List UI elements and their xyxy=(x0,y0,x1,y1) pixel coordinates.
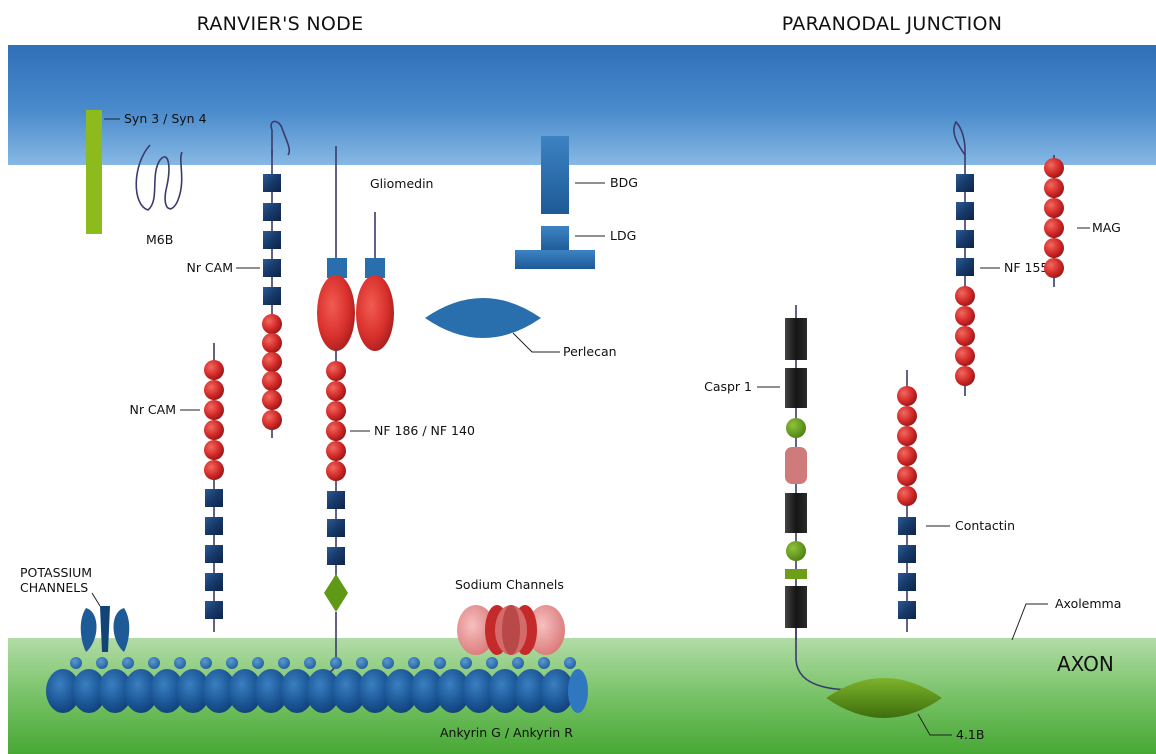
label-caspr: Caspr 1 xyxy=(704,379,752,394)
label-axolemma: Axolemma xyxy=(1055,596,1121,611)
label-nf186: NF 186 / NF 140 xyxy=(374,423,475,438)
label-contactin: Contactin xyxy=(955,518,1015,533)
label-m6b: M6B xyxy=(146,232,173,247)
nrcam-top-protein xyxy=(262,174,282,430)
label-syn: Syn 3 / Syn 4 xyxy=(124,111,207,126)
label-potassium-1: POTASSIUM xyxy=(20,565,92,580)
nrcam-left-protein xyxy=(204,360,224,619)
label-bdg: BDG xyxy=(610,175,638,190)
label-ldg: LDG xyxy=(610,228,636,243)
label-gliomedin: Gliomedin xyxy=(370,176,433,191)
syn-bar xyxy=(86,110,102,234)
label-perlecan: Perlecan xyxy=(563,344,617,359)
label-nrcam-top: Nr CAM xyxy=(186,260,233,275)
sodium-channel xyxy=(457,605,565,655)
glial-membrane-region xyxy=(8,45,1156,165)
label-axon: AXON xyxy=(1057,652,1114,676)
label-nrcam-left: Nr CAM xyxy=(129,402,176,417)
heading-ranviers-node: RANVIER'S NODE xyxy=(197,13,364,35)
potassium-channel xyxy=(81,606,130,652)
gliomedin-protein xyxy=(317,258,394,351)
label-mag: MAG xyxy=(1092,220,1121,235)
heading-paranodal-junction: PARANODAL JUNCTION xyxy=(782,13,1003,35)
label-41b: 4.1B xyxy=(956,727,984,742)
label-sodium: Sodium Channels xyxy=(455,577,564,592)
label-potassium-2: CHANNELS xyxy=(20,580,88,595)
contactin-protein xyxy=(897,386,917,619)
label-nf155: NF 155 xyxy=(1004,260,1048,275)
label-ankyrin: Ankyrin G / Ankyrin R xyxy=(440,725,573,740)
perlecan-protein xyxy=(425,298,541,338)
